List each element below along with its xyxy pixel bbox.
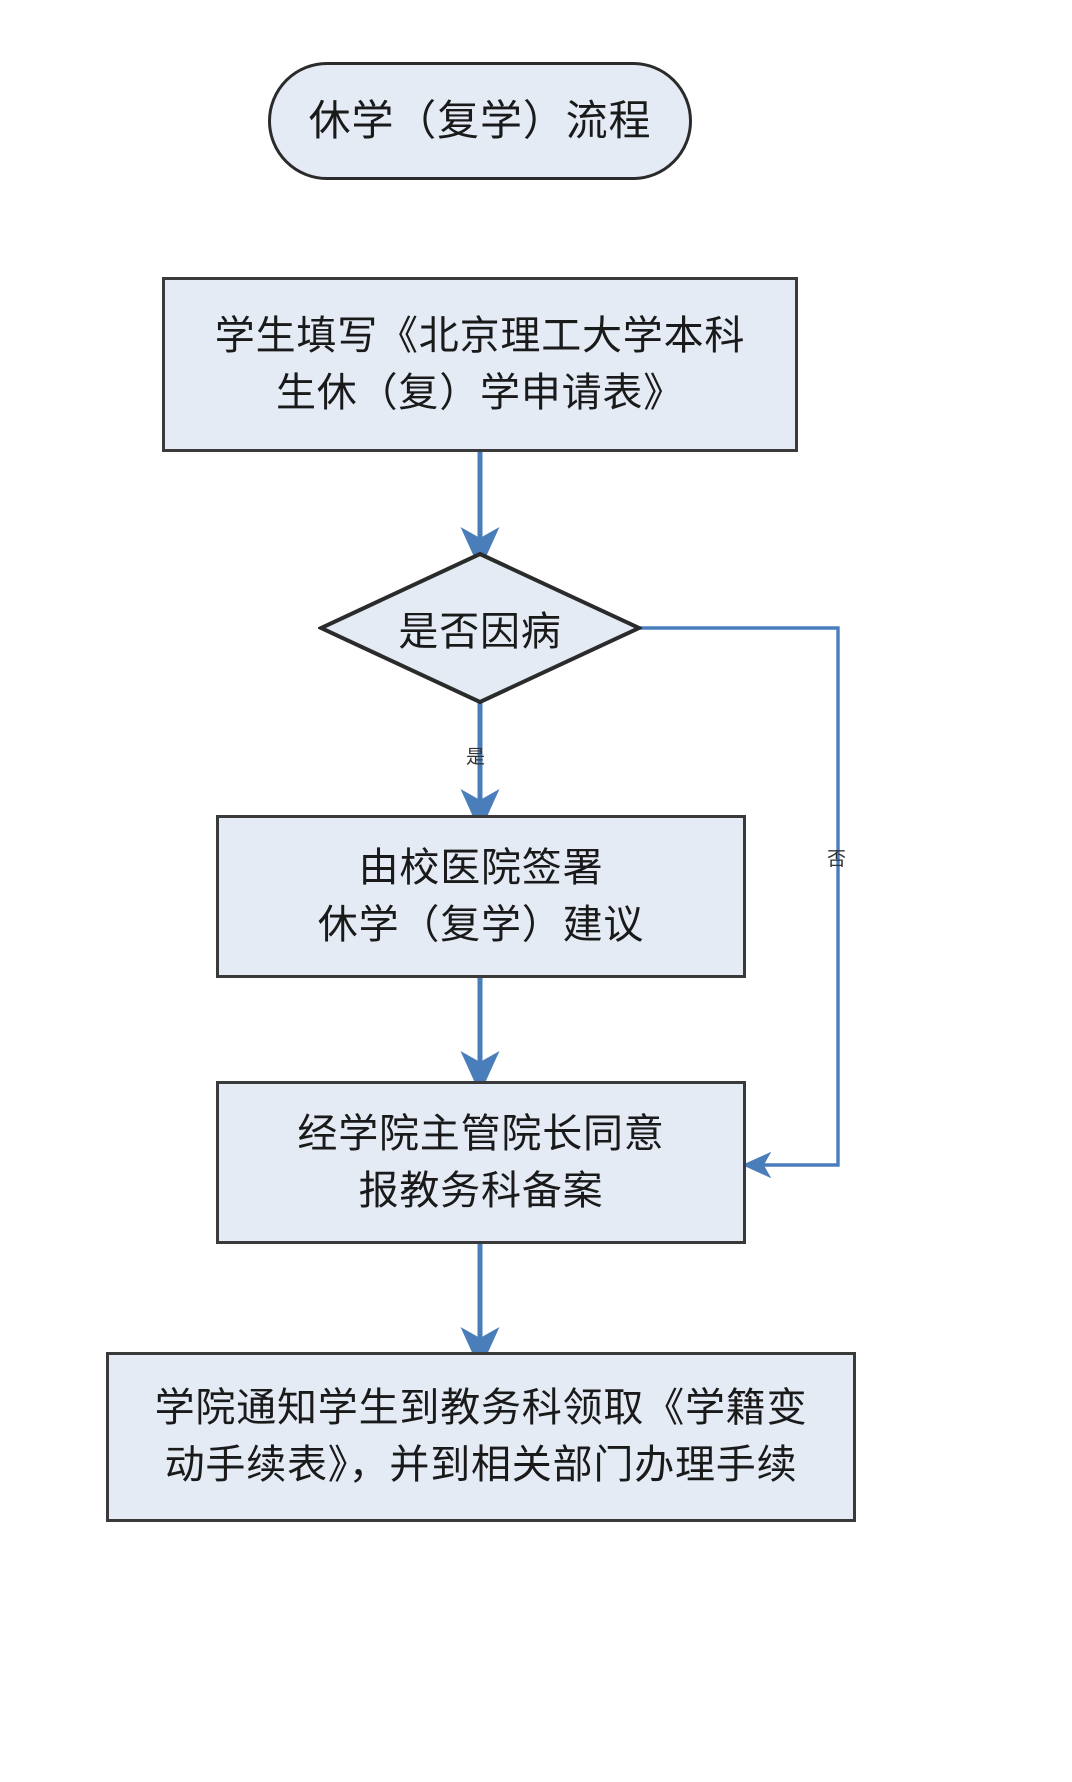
- node-step4-collect-form: 学院通知学生到教务科领取《学籍变 动手续表》，并到相关部门办理手续: [106, 1352, 856, 1522]
- diamond-shape: [318, 551, 642, 705]
- node-step1-fill-application: 学生填写《北京理工大学本科 生休（复）学申请表》: [162, 277, 798, 452]
- decision-label: 是否因病: [398, 609, 562, 655]
- edge-decision-no-to-step3: [633, 626, 840, 1179]
- node-decision-is-illness: 是否因病: [318, 551, 642, 705]
- edge-label-yes: 是: [466, 746, 486, 768]
- flowchart-title: 休学（复学）流程: [268, 62, 692, 180]
- edge-label-no: 否: [827, 848, 847, 870]
- node-step3-dean-approval: 经学院主管院长同意 报教务科备案: [216, 1081, 746, 1244]
- node-step2-hospital-signature: 由校医院签署 休学（复学）建议: [216, 815, 746, 978]
